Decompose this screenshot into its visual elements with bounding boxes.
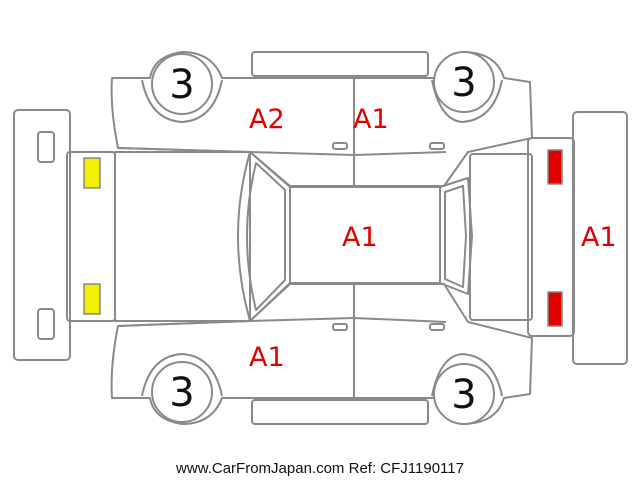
right-front-handle	[332, 142, 348, 150]
wheel-rear-right	[433, 51, 495, 113]
wheel-front-right	[151, 53, 213, 115]
code-left-front-door: A1	[249, 342, 285, 373]
rear-lamp-top	[547, 149, 563, 185]
right-window-line	[117, 147, 447, 156]
windshield-inner	[246, 162, 286, 311]
code-roof: A1	[342, 222, 378, 253]
rear-window-inner	[444, 185, 467, 288]
left-wheel-arch-front	[141, 353, 223, 397]
grade-front-left: 3	[169, 370, 194, 416]
wheel-rear-left	[433, 363, 495, 425]
front-panel	[114, 151, 251, 322]
right-side-step	[251, 51, 429, 77]
rear-lamp-bottom	[547, 291, 563, 327]
trunk-frame	[527, 137, 575, 337]
right-wheel-arch-rear	[431, 79, 503, 123]
code-right-front-door: A2	[249, 104, 285, 135]
front-bumper	[13, 109, 71, 361]
grade-front-right: 3	[169, 62, 194, 108]
code-right-rear-door: A1	[353, 104, 389, 135]
grade-rear-right: 3	[451, 60, 476, 106]
right-wheel-arch-front	[141, 79, 223, 123]
wheel-front-left	[151, 361, 213, 423]
footer-site: www.CarFromJapan.com	[175, 460, 344, 477]
right-rear-handle	[429, 142, 445, 150]
windshield	[237, 151, 291, 322]
grade-rear-left: 3	[451, 372, 476, 418]
left-window-line	[117, 317, 447, 327]
front-bumper-bracket-top	[37, 131, 55, 163]
left-rear-handle	[429, 323, 445, 331]
left-side-step	[251, 399, 429, 425]
front-lamp-bottom	[83, 283, 101, 315]
trunk-lid	[469, 153, 533, 321]
left-wheel-arch-rear	[431, 353, 503, 397]
footer-ref: Ref: CFJ1190117	[349, 460, 464, 477]
front-lamp-top	[83, 157, 101, 189]
front-bumper-bracket-bottom	[37, 308, 55, 340]
footer-text: www.CarFromJapan.com Ref: CFJ1190117	[175, 460, 464, 477]
left-front-handle	[332, 323, 348, 331]
code-rear-bumper: A1	[581, 222, 617, 253]
